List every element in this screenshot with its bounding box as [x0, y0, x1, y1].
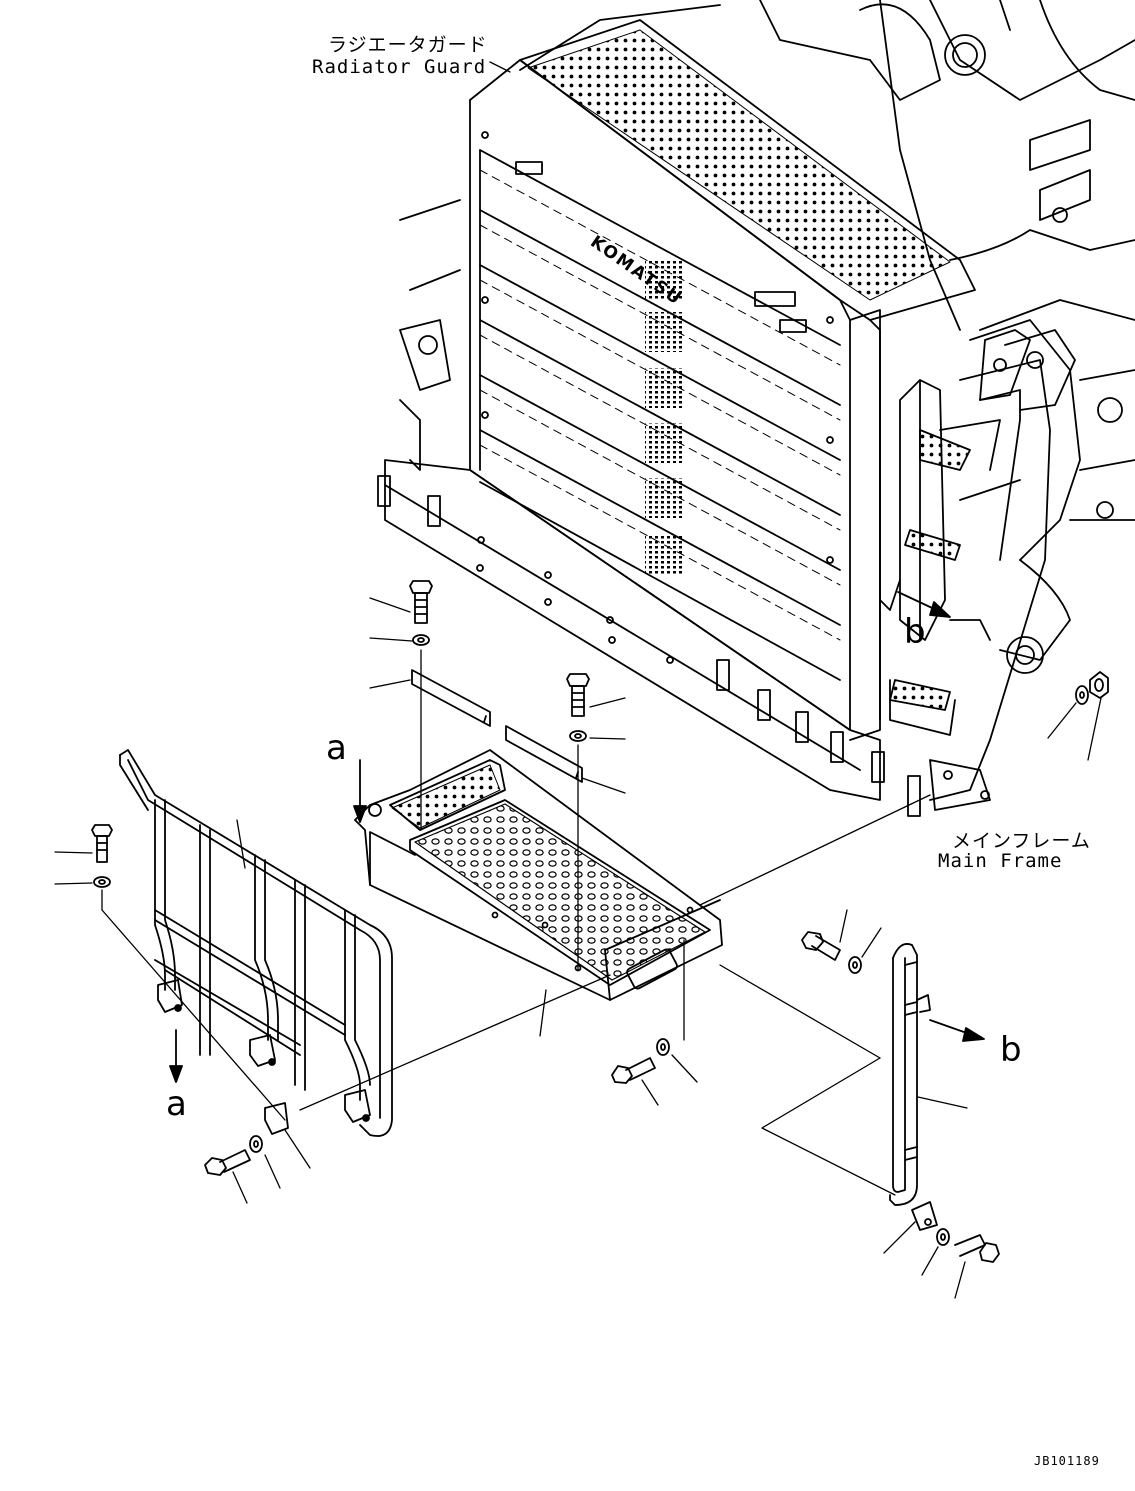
main-frame-beam [377, 459, 921, 817]
view-b-label-upper: b [904, 612, 926, 652]
view-a-label-bottom: a [166, 1084, 187, 1124]
main-frame-label-en: Main Frame [938, 850, 1063, 872]
side-ladder [879, 329, 1076, 811]
drawing-code: JB101189 [1034, 1454, 1100, 1468]
radiator-guard-label-en: Radiator Guard [312, 56, 487, 78]
leader-lines [54, 61, 1102, 1299]
view-a-label-top: a [326, 728, 347, 768]
left-handrail [119, 749, 393, 1137]
radiator-guard [469, 19, 976, 741]
main-frame-label-jp: メインフレーム [952, 830, 1091, 852]
view-arrows [169, 591, 985, 1083]
view-b-label-lower: b [1000, 1030, 1022, 1070]
right-handrail [889, 943, 938, 1231]
radiator-guard-label-jp: ラジエータガード [328, 34, 488, 56]
step-brackets [411, 669, 583, 783]
machine-frame-background [399, 0, 1135, 674]
step-platform [354, 749, 723, 1001]
bolts-washers [91, 580, 1109, 1263]
